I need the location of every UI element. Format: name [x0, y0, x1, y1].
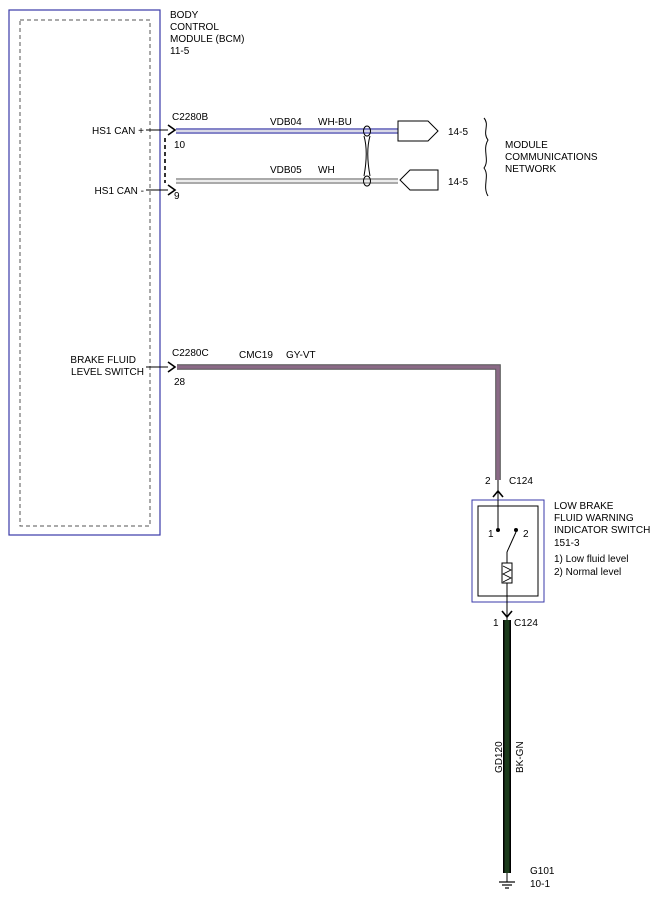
connector-pin-9: 9	[174, 191, 180, 202]
bcm-module[interactable]	[8, 9, 161, 536]
pin-label-brake-fluid-1: BRAKE FLUID	[70, 355, 136, 366]
ground-ref: 10-1	[530, 879, 550, 890]
wire-label-cmc19-circuit: CMC19	[239, 350, 273, 361]
wire-label-vdb05-color: WH	[318, 165, 335, 176]
switch-label-2: FLUID WARNING	[554, 513, 634, 524]
switch-label-3: INDICATOR SWITCH	[554, 525, 650, 536]
connector-c124-top: C124	[509, 476, 533, 487]
pin-label-brake-fluid-2: LEVEL SWITCH	[71, 367, 144, 378]
float-element-zigzag	[502, 565, 512, 583]
wire-label-gd120-color: BK-GN	[515, 741, 526, 773]
connector-chevron-icon	[167, 124, 177, 136]
ground-icon	[499, 873, 515, 889]
switch-blade	[506, 531, 517, 553]
wire-vdb05[interactable]	[176, 178, 398, 184]
network-bracket-icon	[483, 117, 489, 197]
low-brake-fluid-switch[interactable]	[471, 499, 545, 603]
switch-label-5: 1) Low fluid level	[554, 554, 628, 565]
switch-label-1: LOW BRAKE	[554, 501, 614, 512]
connector-c2280c: C2280C	[172, 348, 209, 359]
bcm-title: BODY CONTROL MODULE (BCM) 11-5	[170, 10, 244, 57]
switch-label-4: 151-3	[554, 538, 580, 549]
bcm-title-line-4: 11-5	[170, 46, 190, 57]
bcm-title-line-1: BODY	[170, 10, 199, 21]
connector-pin-28: 28	[174, 377, 186, 388]
bcm-outer-border	[8, 9, 161, 536]
wire-vdb04[interactable]	[176, 128, 398, 134]
connector-chevron-icon	[167, 184, 177, 196]
connector-c124-bottom-pin: 1	[493, 618, 499, 629]
connector-c124-bottom: C124	[514, 618, 538, 629]
wire-label-gd120-circuit: GD120	[494, 741, 505, 773]
connector-pin-10: 10	[174, 140, 186, 151]
switch-inner-border	[477, 505, 539, 597]
connector-chevron-icon	[167, 361, 177, 373]
network-label-2: COMMUNICATIONS	[505, 152, 598, 163]
ground-name: G101	[530, 866, 555, 877]
page-ref-can-plus: 14-5	[448, 127, 468, 138]
switch-contact-1: 1	[488, 529, 494, 540]
switch-description: LOW BRAKE FLUID WARNING INDICATOR SWITCH…	[554, 501, 650, 578]
offpage-arrow-right-icon[interactable]	[397, 120, 439, 142]
network-label-1: MODULE	[505, 140, 548, 151]
switch-contact-2-dot	[514, 528, 518, 532]
wire-label-cmc19-color: GY-VT	[286, 350, 316, 361]
offpage-arrow-left-icon[interactable]	[399, 169, 439, 191]
switch-contact-2: 2	[523, 529, 529, 540]
switch-contact-1-dot	[496, 528, 500, 532]
wire-label-vdb04-circuit: VDB04	[270, 117, 302, 128]
network-label-3: NETWORK	[505, 164, 556, 175]
twisted-pair-icon	[363, 125, 371, 187]
bcm-title-line-2: CONTROL	[170, 22, 219, 33]
bcm-title-line-3: MODULE (BCM)	[170, 34, 244, 45]
wire-label-vdb04-color: WH-BU	[318, 117, 352, 128]
wire-cmc19[interactable]	[177, 364, 501, 480]
switch-outer-border	[471, 499, 545, 603]
wire-label-vdb05-circuit: VDB05	[270, 165, 302, 176]
bcm-inner-dashed-border	[19, 19, 151, 527]
wire-cmc19-core	[177, 365, 500, 480]
connector-c2280b: C2280B	[172, 112, 208, 123]
connector-chevron-icon	[492, 489, 504, 498]
connector-c124-top-pin: 2	[485, 476, 491, 487]
pin-label-hs1-can-plus: HS1 CAN +	[92, 126, 144, 137]
switch-label-6: 2) Normal level	[554, 567, 621, 578]
page-ref-can-minus: 14-5	[448, 177, 468, 188]
connector-chevron-icon	[501, 610, 513, 619]
pin-label-hs1-can-minus: HS1 CAN -	[95, 186, 144, 197]
wire-cmc19-outline	[177, 364, 501, 480]
